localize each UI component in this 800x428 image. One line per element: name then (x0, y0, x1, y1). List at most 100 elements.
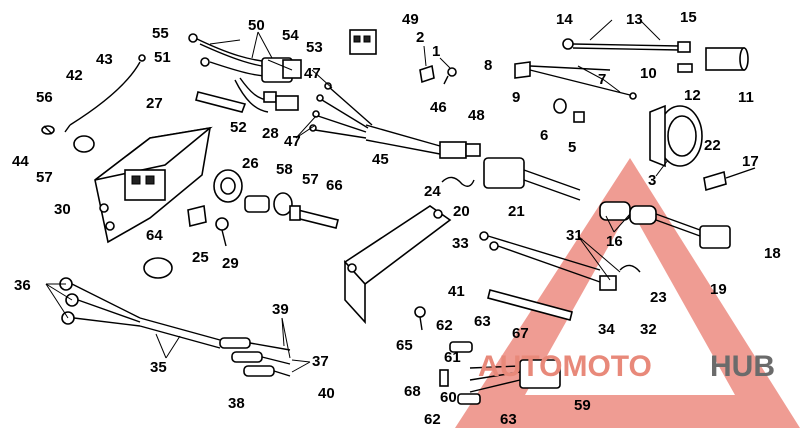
label-63: 63 (474, 313, 491, 330)
label-38: 38 (228, 395, 245, 412)
label-11: 11 (738, 89, 754, 106)
label-30: 30 (54, 201, 71, 218)
label-49: 49 (402, 11, 419, 28)
label-37: 37 (312, 353, 329, 370)
harness-35 (59, 277, 291, 377)
nut-6 (553, 98, 567, 114)
label-15: 15 (680, 9, 697, 26)
label-39: 39 (272, 301, 289, 318)
watermark-logo: AUTOMOTO HUB (478, 350, 775, 383)
rod-67 (487, 289, 573, 321)
label-9: 9 (512, 89, 520, 106)
label-42: 42 (66, 67, 83, 84)
label-25: 25 (192, 249, 209, 266)
label-59: 59 (574, 397, 591, 414)
rod-27 (195, 91, 247, 113)
label-27: 27 (146, 95, 163, 112)
cover-plate-41 (343, 205, 452, 325)
clip-23 (619, 264, 641, 273)
clip-24 (441, 176, 475, 187)
screw-65 (414, 306, 426, 331)
wire-13 (562, 38, 691, 53)
label-54: 54 (282, 27, 299, 44)
relay-49 (349, 29, 377, 55)
label-47: 47 (304, 65, 321, 82)
watermark-right: HUB (710, 350, 775, 383)
screw-1 (443, 67, 457, 85)
label-60: 60 (440, 389, 457, 406)
label-65: 65 (396, 337, 413, 354)
label-61: 61 (444, 349, 461, 366)
screw-56 (41, 125, 55, 135)
label-26: 26 (242, 155, 259, 172)
ground-wire-42 (64, 54, 146, 133)
label-34: 34 (598, 321, 615, 338)
leads-31 (479, 231, 617, 291)
label-43: 43 (96, 51, 113, 68)
label-32: 32 (640, 321, 657, 338)
watermark-triangle (455, 158, 800, 428)
label-23: 23 (650, 289, 667, 306)
sleeve-58 (244, 195, 270, 213)
label-28: 28 (262, 125, 279, 142)
label-29: 29 (222, 255, 239, 272)
terminal-block-28 (275, 95, 299, 111)
harness-45 (309, 82, 441, 155)
gauge-3 (649, 104, 703, 168)
housing-30 (94, 126, 213, 244)
label-3: 3 (648, 172, 656, 189)
grommet-26 (213, 169, 243, 203)
socket-11 (705, 47, 749, 71)
label-51: 51 (154, 49, 171, 66)
label-48: 48 (468, 107, 485, 124)
label-46: 46 (430, 99, 447, 116)
connector-52 (263, 91, 277, 103)
lamp-5 (573, 111, 585, 123)
label-58: 58 (276, 161, 293, 178)
clamp-64 (143, 257, 173, 279)
label-66: 66 (326, 177, 343, 194)
label-31: 31 (566, 227, 583, 244)
label-57: 57 (36, 169, 53, 186)
wire-harness-top (188, 33, 302, 113)
label-68: 68 (404, 383, 421, 400)
bolt-66 (289, 205, 339, 229)
watermark-left: AUTOMOTO (478, 350, 652, 383)
label-36: 36 (14, 277, 31, 294)
label-53: 53 (306, 39, 323, 56)
washer-57 (73, 135, 95, 153)
label-14: 14 (556, 11, 573, 28)
label-57b: 57 (302, 171, 319, 188)
harness-16 (599, 167, 756, 249)
label-67: 67 (512, 325, 529, 342)
label-1: 1 (432, 43, 440, 60)
label-41: 41 (448, 283, 465, 300)
label-56: 56 (36, 89, 53, 106)
label-33: 33 (452, 235, 469, 252)
washer-57b (273, 192, 293, 216)
label-62: 62 (436, 317, 453, 334)
screw-29 (215, 217, 229, 247)
label-44: 44 (12, 153, 29, 170)
label-55: 55 (152, 25, 169, 42)
label-64: 64 (146, 227, 163, 244)
label-21: 21 (508, 203, 525, 220)
label-52: 52 (230, 119, 247, 136)
label-6: 6 (540, 127, 548, 144)
clip-25 (187, 205, 207, 227)
label-19: 19 (710, 281, 727, 298)
label-62b: 62 (424, 411, 441, 428)
leader-lines (45, 19, 669, 373)
label-2: 2 (416, 29, 424, 46)
label-63b: 63 (500, 411, 517, 428)
label-45: 45 (372, 151, 389, 168)
label-50: 50 (248, 17, 265, 34)
sender-46 (439, 141, 481, 159)
label-16: 16 (606, 233, 623, 250)
label-35: 35 (150, 359, 167, 376)
callout-labels: 1 2 3 5 6 7 8 9 10 11 12 13 14 15 16 17 … (12, 9, 781, 428)
sender-21 (483, 157, 581, 201)
lead-7 (514, 61, 637, 100)
